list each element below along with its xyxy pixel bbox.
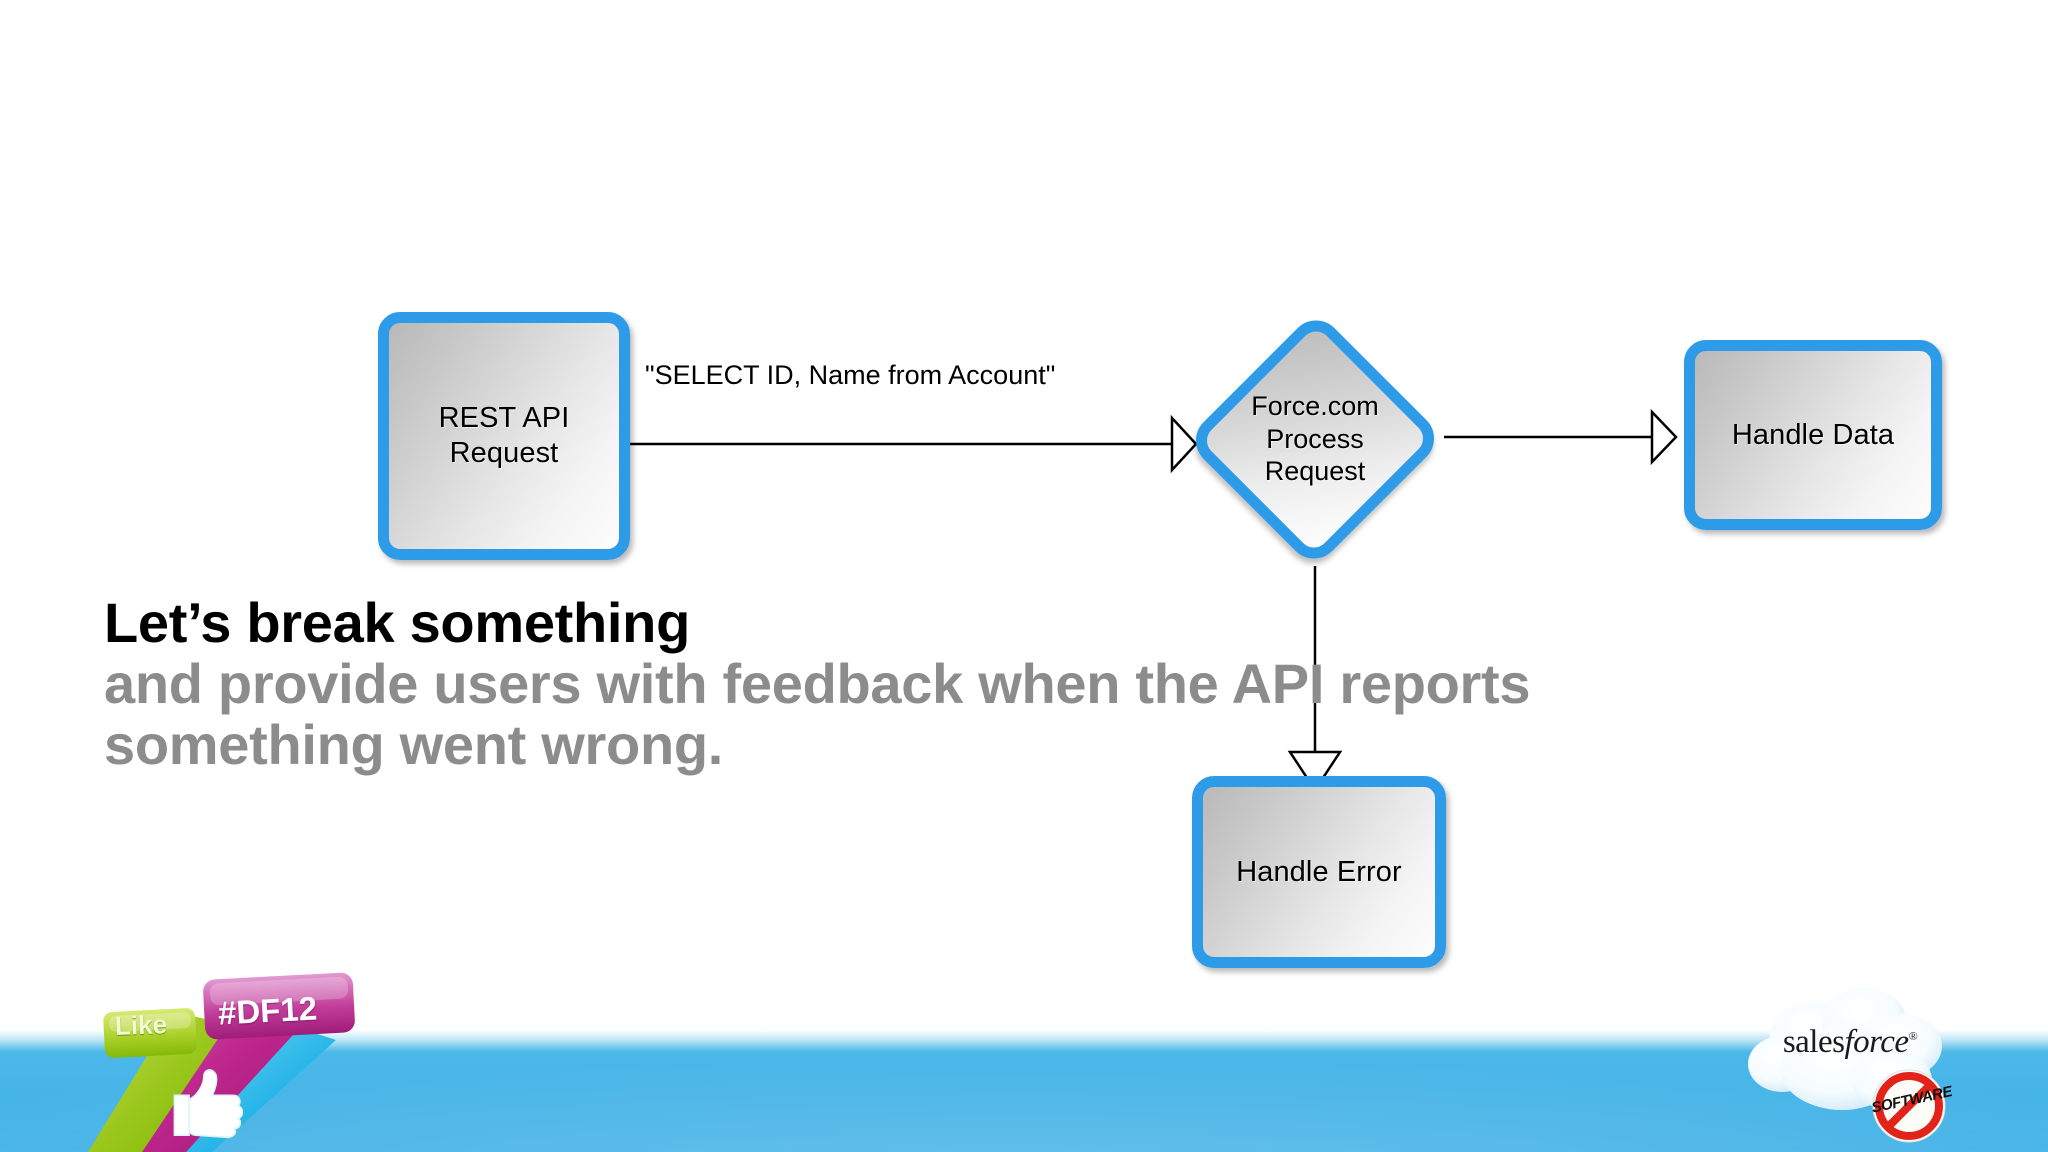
slide-headline: Let’s break something and provide users … bbox=[104, 592, 1864, 775]
badge-hashtag-plate bbox=[203, 972, 355, 1040]
cloud-shape bbox=[1748, 988, 1942, 1110]
flow-node-rest-api-label: REST API Request bbox=[438, 402, 570, 469]
dreamforce-like-badge bbox=[78, 968, 378, 1152]
flow-node-process-request-label: Force.com Process Request bbox=[1251, 390, 1379, 487]
headline-lead: Let’s break something bbox=[104, 591, 690, 654]
headline-body-line-2: something went wrong. bbox=[104, 713, 724, 777]
flow-node-process-request: Force.com Process Request bbox=[1185, 308, 1445, 570]
flow-node-handle-data: Handle Data bbox=[1684, 340, 1942, 530]
flow-node-handle-error-label: Handle Error bbox=[1236, 855, 1402, 888]
flow-node-handle-error: Handle Error bbox=[1192, 776, 1446, 968]
edge-process-to-data-arrowhead bbox=[1650, 408, 1678, 466]
no-software-badge-icon bbox=[1871, 1068, 1947, 1144]
headline-body-line-1: and provide users with feedback when the… bbox=[104, 652, 1531, 716]
footer-blue-band bbox=[0, 1030, 2048, 1152]
edge-label-soql-query: "SELECT ID, Name from Account" bbox=[645, 360, 1056, 390]
flow-node-rest-api: REST API Request bbox=[378, 312, 630, 560]
salesforce-cloud-logo bbox=[1742, 984, 1954, 1134]
flow-node-handle-data-label: Handle Data bbox=[1731, 418, 1895, 451]
thumbs-up-icon bbox=[173, 1069, 244, 1139]
badge-like-plate bbox=[103, 1008, 197, 1058]
